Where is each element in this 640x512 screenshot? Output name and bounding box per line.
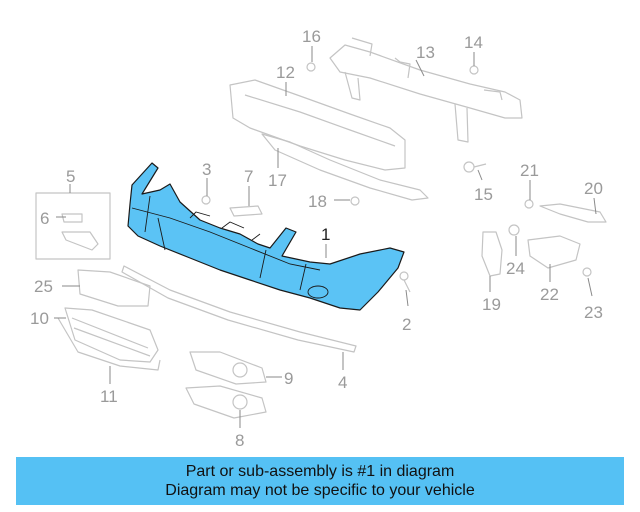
- callout-23: 23: [584, 303, 603, 322]
- callout-13: 13: [416, 43, 435, 62]
- part-4-lower-strip: [121, 265, 357, 353]
- callout-20: 20: [584, 179, 603, 198]
- parts-diagram: 1 2 3 4 5 6 7 8 9 10 11 12 13 14 15 16 1…: [30, 27, 607, 450]
- callout-16: 16: [302, 27, 321, 46]
- callout-7: 7: [244, 167, 253, 186]
- callout-14: 14: [464, 33, 483, 52]
- callout-12: 12: [276, 63, 295, 82]
- part-25-plate: [77, 269, 151, 307]
- part-5-6-bracket: [35, 192, 111, 260]
- part-20-bracket: [539, 203, 607, 223]
- callout-18: 18: [308, 192, 327, 211]
- callout-15: 15: [474, 185, 493, 204]
- part-22-bracket: [527, 235, 581, 269]
- callout-1: 1: [321, 225, 330, 244]
- part-10-11-grille: [57, 307, 161, 371]
- callout-2: 2: [402, 315, 411, 334]
- part-12-energy-absorber: [229, 79, 406, 171]
- banner-line-disclaimer: Diagram may not be specific to your vehi…: [165, 482, 475, 499]
- callout-22: 22: [540, 285, 559, 304]
- callout-17: 17: [268, 171, 287, 190]
- part-1-bumper-cover: [127, 162, 405, 311]
- part-13-impact-bar: [329, 37, 523, 143]
- callout-11: 11: [100, 387, 118, 406]
- callout-19: 19: [482, 295, 501, 314]
- part-17-strip: [261, 133, 429, 201]
- callout-3: 3: [202, 160, 211, 179]
- leader-lines: [54, 46, 597, 428]
- callout-6: 6: [40, 209, 49, 228]
- callout-labels: 1 2 3 4 5 6 7 8 9 10 11 12 13 14 15 16 1…: [30, 27, 603, 450]
- callout-4: 4: [338, 373, 347, 392]
- callout-25: 25: [34, 277, 53, 296]
- callout-8: 8: [235, 431, 244, 450]
- callout-21: 21: [520, 161, 539, 180]
- callout-24: 24: [506, 259, 525, 278]
- part-8-fog-cover-right: [185, 385, 267, 419]
- info-banner: Part or sub-assembly is #1 in diagram Di…: [16, 457, 624, 505]
- callout-9: 9: [284, 369, 293, 388]
- banner-line-part: Part or sub-assembly is #1 in diagram: [185, 463, 455, 480]
- part-19-bracket: [481, 231, 503, 277]
- part-9-fog-cover-left: [189, 351, 267, 385]
- callout-10: 10: [30, 309, 49, 328]
- callout-5: 5: [66, 167, 75, 186]
